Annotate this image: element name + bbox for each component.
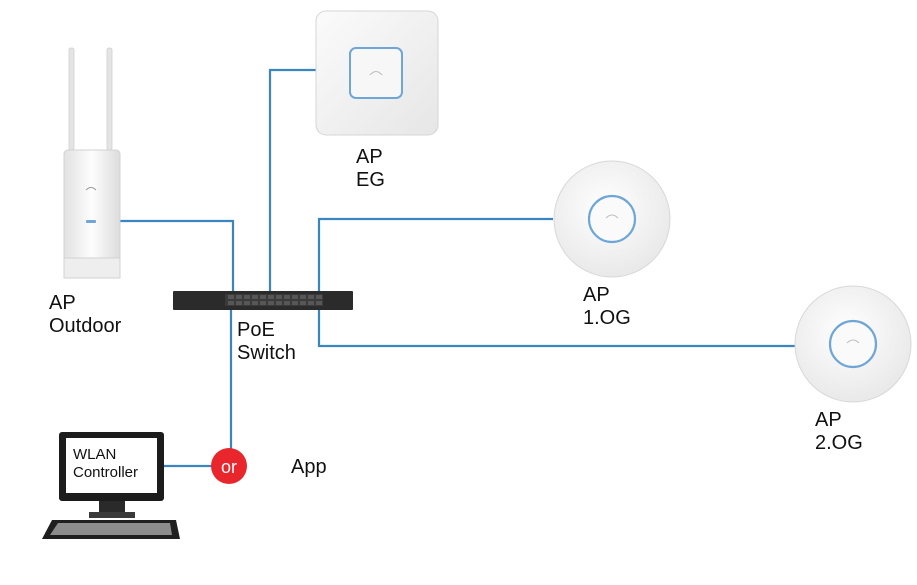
ap-1og-icon[interactable] bbox=[553, 160, 671, 278]
ap-eg-label: AP EG bbox=[356, 146, 385, 191]
ap-2og-icon[interactable] bbox=[794, 285, 912, 403]
switch-port bbox=[292, 295, 298, 299]
switch-port bbox=[308, 295, 314, 299]
switch-port bbox=[236, 301, 242, 305]
switch-port bbox=[284, 301, 290, 305]
switch-port bbox=[292, 301, 298, 305]
switch-port bbox=[268, 295, 274, 299]
switch-port bbox=[252, 295, 258, 299]
switch-port bbox=[308, 301, 314, 305]
ap-2og-label: AP 2.OG bbox=[815, 409, 863, 454]
link-1og-to-switch bbox=[317, 217, 553, 293]
connection-lines bbox=[116, 68, 795, 468]
switch-port bbox=[260, 295, 266, 299]
switch-port bbox=[316, 301, 322, 305]
poe-switch-icon[interactable] bbox=[173, 291, 353, 310]
switch-port bbox=[228, 301, 234, 305]
switch-port bbox=[268, 301, 274, 305]
switch-port bbox=[300, 301, 306, 305]
or-badge: or bbox=[211, 448, 247, 484]
switch-port bbox=[284, 295, 290, 299]
ap-1og-label: AP 1.OG bbox=[583, 284, 631, 329]
controller-screen-text: WLAN Controller bbox=[73, 446, 139, 481]
link-outdoor-to-switch bbox=[116, 219, 235, 293]
link-2og-to-switch bbox=[317, 308, 795, 348]
switch-port bbox=[236, 295, 242, 299]
switch-port bbox=[260, 301, 266, 305]
switch-port bbox=[276, 295, 282, 299]
switch-port bbox=[244, 301, 250, 305]
app-label: App bbox=[291, 456, 327, 478]
switch-port bbox=[228, 295, 234, 299]
wlan-controller-computer-icon[interactable] bbox=[42, 432, 180, 539]
ap-outdoor-icon[interactable] bbox=[63, 47, 121, 279]
poe-switch-label: PoE Switch bbox=[237, 319, 296, 364]
ap-eg-icon[interactable] bbox=[315, 10, 439, 136]
link-eg-to-switch bbox=[268, 68, 317, 293]
ap-outdoor-label: AP Outdoor bbox=[49, 292, 122, 337]
switch-port bbox=[276, 301, 282, 305]
switch-port bbox=[244, 295, 250, 299]
switch-port bbox=[252, 301, 258, 305]
switch-port bbox=[300, 295, 306, 299]
switch-port bbox=[316, 295, 322, 299]
or-badge-text: or bbox=[221, 457, 237, 477]
